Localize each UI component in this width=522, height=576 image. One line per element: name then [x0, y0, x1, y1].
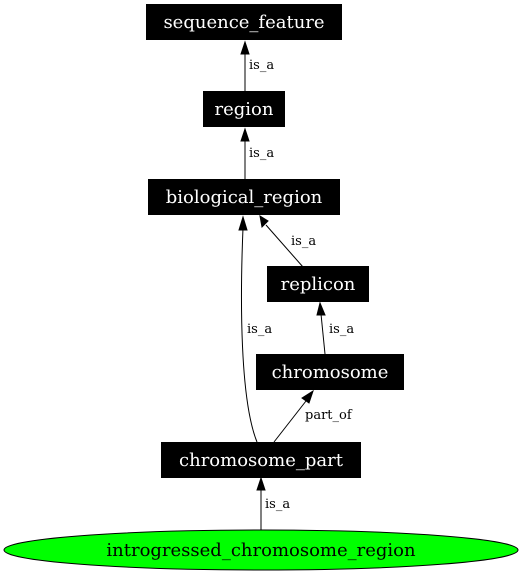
- edge-label: is_a: [249, 58, 274, 73]
- node-biological-region[interactable]: biological_region: [148, 179, 340, 215]
- node-sequence-feature[interactable]: sequence_feature: [146, 4, 342, 40]
- edge-chromosome-part-is-a-biological-region: is_a: [238, 215, 272, 443]
- node-region[interactable]: region: [203, 91, 285, 127]
- edge-replicon-is-a-biological-region: is_a: [259, 214, 316, 268]
- edge-label: is_a: [329, 322, 354, 337]
- node-label: region: [215, 99, 274, 120]
- edge-label: is_a: [247, 322, 272, 337]
- edge-introgressed-is-a-chromosome-part: is_a: [256, 476, 290, 530]
- node-label: chromosome_part: [179, 450, 344, 471]
- edge-label: is_a: [249, 146, 274, 161]
- node-replicon[interactable]: replicon: [267, 266, 369, 302]
- node-chromosome-part[interactable]: chromosome_part: [161, 442, 361, 478]
- edge-chromosome-is-a-replicon: is_a: [316, 301, 354, 355]
- edge-chromosome-part-part-of-chromosome: part_of: [273, 389, 353, 443]
- node-label: chromosome: [272, 362, 389, 383]
- edge-biological-region-is-a-region: is_a: [240, 127, 274, 179]
- node-label: sequence_feature: [163, 12, 324, 33]
- node-chromosome[interactable]: chromosome: [256, 354, 404, 390]
- edge-label: part_of: [305, 408, 353, 423]
- edge-region-is-a-sequence-feature: is_a: [240, 40, 274, 91]
- node-introgressed-chromosome-region[interactable]: introgressed_chromosome_region: [3, 529, 519, 571]
- node-label: biological_region: [166, 187, 323, 208]
- edge-label: is_a: [265, 497, 290, 512]
- node-label: replicon: [281, 274, 356, 295]
- edge-label: is_a: [291, 234, 316, 249]
- node-label: introgressed_chromosome_region: [106, 540, 416, 561]
